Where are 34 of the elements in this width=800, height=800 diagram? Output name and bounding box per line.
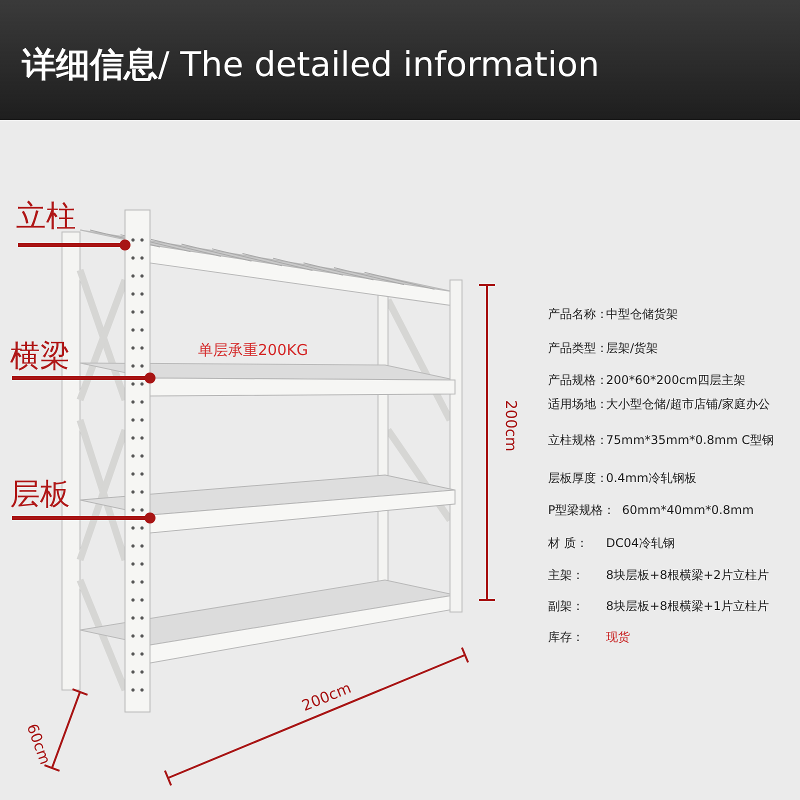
crossbeam <box>150 378 456 396</box>
spec-value: 0.4mm冷轧钢板 <box>606 471 698 486</box>
part-label: 层板 <box>10 478 70 512</box>
spec-name: 产品规格： <box>548 373 608 388</box>
leader-line <box>12 372 156 384</box>
spec-name: 主架： <box>548 568 584 583</box>
spec-value: 8块层板+8根横梁+1片立柱片 <box>606 599 770 614</box>
spec-name: 副架： <box>548 599 584 614</box>
page-title: 详细信息/ The detailed information <box>22 44 600 87</box>
load-capacity-note: 单层承重200KG <box>198 343 308 358</box>
spec-value: 200*60*200cm四层主架 <box>606 373 746 388</box>
leader-line <box>12 512 156 524</box>
spec-name: 产品名称： <box>548 307 608 322</box>
dimension-label: 200cm <box>503 400 518 452</box>
shelf-panel <box>80 474 456 534</box>
spec-value: 中型仓储货架 <box>606 307 679 322</box>
spec-name: P型梁规格： <box>548 503 616 518</box>
spec-value: 层架/货架 <box>606 341 660 356</box>
spec-name: 库存： <box>548 630 584 645</box>
part-label: 横梁 <box>10 340 70 374</box>
spec-name: 材 质： <box>548 536 588 551</box>
spec-value: 现货 <box>606 630 631 645</box>
spec-name: 适用场地： <box>548 397 608 412</box>
spec-name: 产品类型： <box>548 341 608 356</box>
leader-line <box>18 240 130 250</box>
spec-value: 大小型仓储/超市店铺/家庭办公 <box>606 397 772 412</box>
spec-value: 8块层板+8根横梁+2片立柱片 <box>606 568 770 583</box>
spec-name: 立柱规格： <box>548 433 608 448</box>
dimension-label: 60cm <box>24 722 52 767</box>
spec-name: 层板厚度： <box>548 471 608 486</box>
spec-value: DC04冷轧钢 <box>606 536 676 551</box>
spec-value: 75mm*35mm*0.8mm C型钢 <box>606 433 775 448</box>
part-label: 立柱 <box>16 200 76 234</box>
spec-value: 60mm*40mm*0.8mm <box>622 503 755 518</box>
